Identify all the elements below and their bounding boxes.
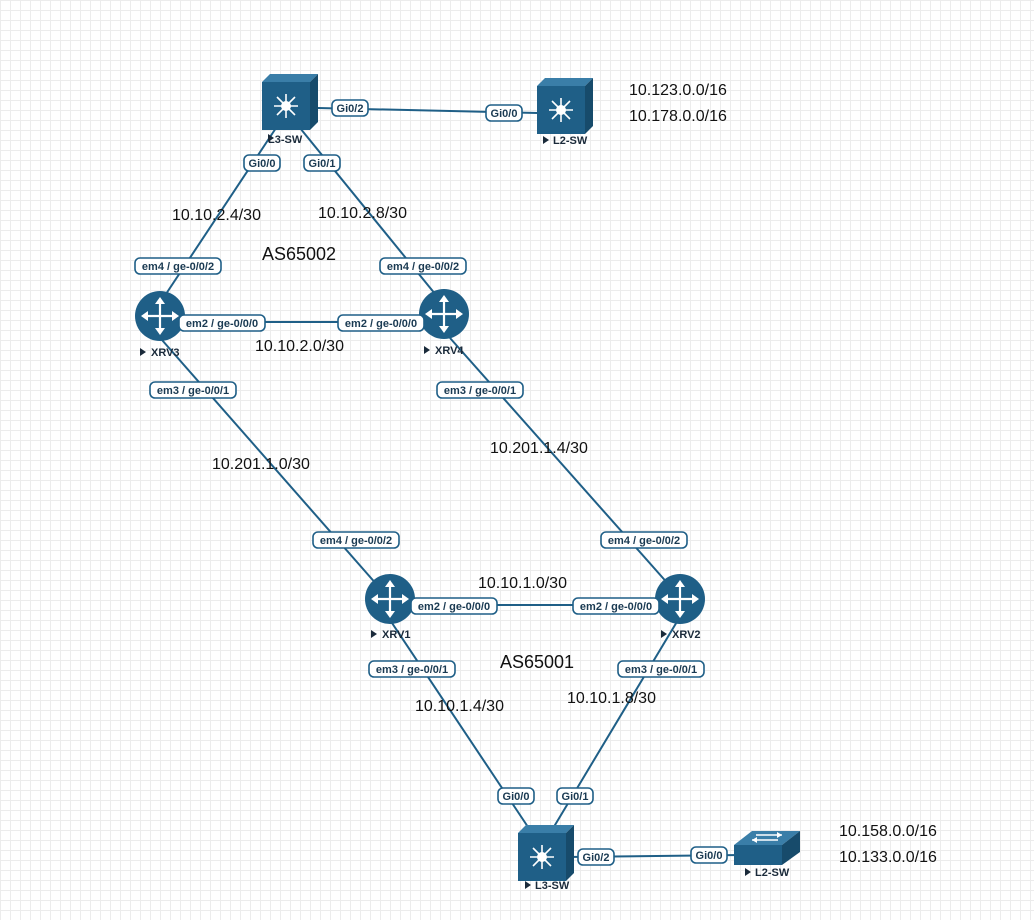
svg-text:Gi0/1: Gi0/1 xyxy=(562,791,589,803)
node-xrv1[interactable]: XRV1 xyxy=(365,574,415,641)
svg-text:em2 / ge-0/0/0: em2 / ge-0/0/0 xyxy=(418,601,490,613)
node-xrv3[interactable]: XRV3 xyxy=(135,291,185,359)
network-label-bottom-2: 10.133.0.0/16 xyxy=(839,849,937,866)
svg-text:Gi0/2: Gi0/2 xyxy=(583,852,610,864)
svg-text:em4 / ge-0/0/2: em4 / ge-0/0/2 xyxy=(387,261,459,273)
port-label: Gi0/2 xyxy=(577,848,615,866)
as-label-lower: AS65001 xyxy=(500,652,574,672)
router-icon xyxy=(365,574,415,624)
svg-text:em3 / ge-0/0/1: em3 / ge-0/0/1 xyxy=(376,664,448,676)
node-label-l2sw-bottom: L2-SW xyxy=(755,867,790,879)
node-l2sw-top[interactable]: L2-SW xyxy=(537,78,593,147)
node-l3sw-bottom[interactable]: L3-SW xyxy=(518,825,574,892)
subnet-label: 10.201.1.4/30 xyxy=(490,440,588,457)
svg-text:Gi0/0: Gi0/0 xyxy=(696,850,723,862)
port-label: Gi0/0 xyxy=(243,154,281,172)
port-label: Gi0/1 xyxy=(303,154,341,172)
svg-text:Gi0/2: Gi0/2 xyxy=(337,103,364,115)
node-label-l3sw-bottom: L3-SW xyxy=(535,880,570,892)
node-label-xrv4: XRV4 xyxy=(435,345,464,357)
l3-switch-icon xyxy=(518,825,574,881)
node-label-l2sw-top: L2-SW xyxy=(553,135,588,147)
port-label: em3 / ge-0/0/1 xyxy=(368,660,456,678)
port-label: Gi0/0 xyxy=(497,787,535,805)
svg-text:Gi0/0: Gi0/0 xyxy=(491,108,518,120)
port-label: Gi0/2 xyxy=(331,99,369,117)
port-label: em2 / ge-0/0/0 xyxy=(337,314,425,332)
router-icon xyxy=(419,289,469,339)
port-label: Gi0/0 xyxy=(485,104,523,122)
port-label: em3 / ge-0/0/1 xyxy=(149,381,237,399)
as-label-upper: AS65002 xyxy=(262,244,336,264)
svg-text:em3 / ge-0/0/1: em3 / ge-0/0/1 xyxy=(444,385,516,397)
node-l3sw-top[interactable]: L3-SW xyxy=(262,74,318,146)
svg-text:Gi0/0: Gi0/0 xyxy=(249,158,276,170)
port-label: em3 / ge-0/0/1 xyxy=(617,660,705,678)
node-label-l3sw-top: L3-SW xyxy=(268,134,303,146)
subnet-label: 10.10.1.4/30 xyxy=(415,698,504,715)
subnet-label: 10.201.1.0/30 xyxy=(212,456,310,473)
port-label: em3 / ge-0/0/1 xyxy=(436,381,524,399)
svg-text:em4 / ge-0/0/2: em4 / ge-0/0/2 xyxy=(320,535,392,547)
svg-text:em3 / ge-0/0/1: em3 / ge-0/0/1 xyxy=(157,385,229,397)
port-label: em2 / ge-0/0/0 xyxy=(572,597,660,615)
node-xrv4[interactable]: XRV4 xyxy=(419,289,469,357)
port-label: em2 / ge-0/0/0 xyxy=(410,597,498,615)
node-xrv2[interactable]: XRV2 xyxy=(655,574,705,641)
l3-switch-icon xyxy=(537,78,593,134)
svg-text:Gi0/0: Gi0/0 xyxy=(503,791,530,803)
subnet-labels: 10.10.2.4/30 10.10.2.8/30 10.10.2.0/30 1… xyxy=(172,205,656,715)
node-label-xrv1: XRV1 xyxy=(382,629,411,641)
subnet-label: 10.10.2.0/30 xyxy=(255,338,344,355)
svg-text:em4 / ge-0/0/2: em4 / ge-0/0/2 xyxy=(142,261,214,273)
network-label-top-2: 10.178.0.0/16 xyxy=(629,108,727,125)
port-label: Gi0/1 xyxy=(556,787,594,805)
as-labels: AS65002 AS65001 xyxy=(262,244,574,672)
port-label: em4 / ge-0/0/2 xyxy=(600,531,688,549)
network-label-top-1: 10.123.0.0/16 xyxy=(629,82,727,99)
node-label-xrv3: XRV3 xyxy=(151,347,180,359)
node-label-xrv2: XRV2 xyxy=(672,629,701,641)
port-label: Gi0/0 xyxy=(690,846,728,864)
svg-text:em2 / ge-0/0/0: em2 / ge-0/0/0 xyxy=(580,601,652,613)
subnet-label: 10.10.1.8/30 xyxy=(567,690,656,707)
port-labels: Gi0/2 Gi0/0 Gi0/0 Gi0/1 em4 / ge-0/0/2 e… xyxy=(134,99,728,866)
l3-switch-icon xyxy=(262,74,318,130)
l2-switch-icon xyxy=(734,831,800,865)
svg-text:em2 / ge-0/0/0: em2 / ge-0/0/0 xyxy=(186,318,258,330)
port-label: em4 / ge-0/0/2 xyxy=(312,531,400,549)
svg-text:Gi0/1: Gi0/1 xyxy=(309,158,336,170)
subnet-label: 10.10.2.8/30 xyxy=(318,205,407,222)
node-l2sw-bottom[interactable]: L2-SW xyxy=(734,831,800,879)
port-label: em4 / ge-0/0/2 xyxy=(134,257,222,275)
svg-text:em4 / ge-0/0/2: em4 / ge-0/0/2 xyxy=(608,535,680,547)
port-label: em4 / ge-0/0/2 xyxy=(379,257,467,275)
svg-text:em3 / ge-0/0/1: em3 / ge-0/0/1 xyxy=(625,664,697,676)
network-labels: 10.123.0.0/16 10.178.0.0/16 10.158.0.0/1… xyxy=(629,82,937,866)
router-icon xyxy=(135,291,185,341)
router-icon xyxy=(655,574,705,624)
port-label: em2 / ge-0/0/0 xyxy=(178,314,266,332)
subnet-label: 10.10.2.4/30 xyxy=(172,207,261,224)
network-label-bottom-1: 10.158.0.0/16 xyxy=(839,823,937,840)
subnet-label: 10.10.1.0/30 xyxy=(478,575,567,592)
svg-text:em2 / ge-0/0/0: em2 / ge-0/0/0 xyxy=(345,318,417,330)
